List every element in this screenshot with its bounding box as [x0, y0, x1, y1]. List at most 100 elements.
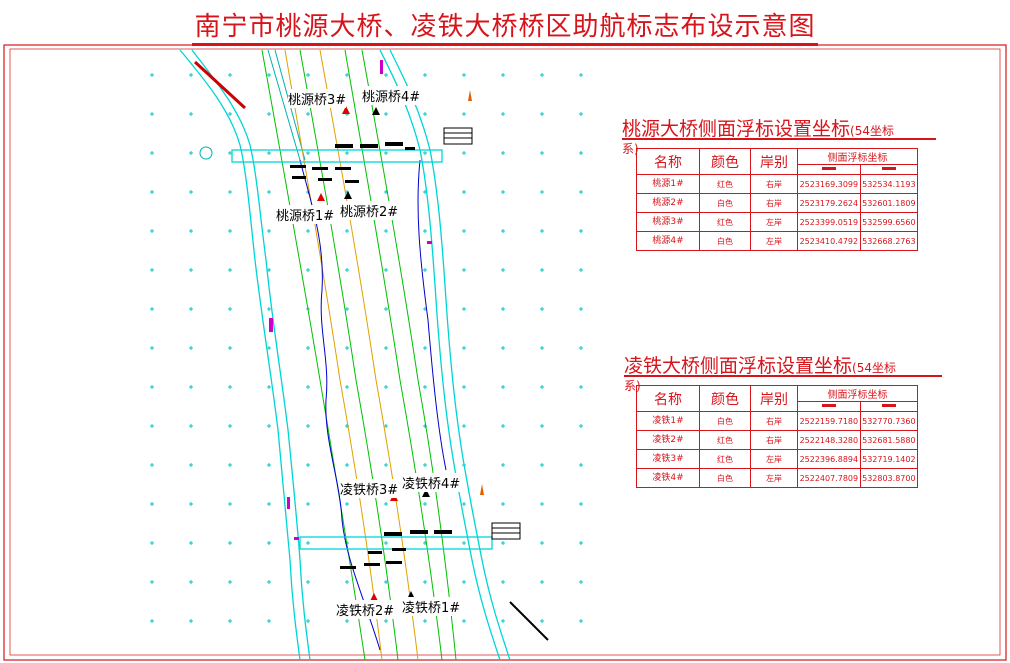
- grid-cross: [150, 541, 154, 545]
- grid-cross: [345, 463, 349, 467]
- grid-cross: [423, 151, 427, 155]
- grid-cross: [267, 190, 271, 194]
- grid-cross: [384, 229, 388, 233]
- header-bank: 岸别: [750, 385, 798, 412]
- grid-cross: [501, 463, 505, 467]
- river-banks: [179, 49, 511, 661]
- grid-cross: [189, 73, 193, 77]
- grid-cross: [579, 151, 583, 155]
- grid-cross: [150, 190, 154, 194]
- grid-cross: [267, 502, 271, 506]
- grid-cross: [228, 424, 232, 428]
- grid-cross: [462, 424, 466, 428]
- header-bank: 岸别: [750, 148, 798, 175]
- grid-cross: [228, 73, 232, 77]
- row-y: 532601.1809: [859, 193, 919, 213]
- taoyuan-bridge: [199, 127, 473, 183]
- grid-cross: [228, 541, 232, 545]
- taoyuan-table-title-tail: 系): [622, 142, 639, 156]
- lingtie-table-title-suffix: (54坐标: [852, 361, 896, 375]
- grid-cross: [579, 346, 583, 350]
- grid-cross: [501, 229, 505, 233]
- grid-cross: [306, 502, 310, 506]
- grid-cross: [540, 151, 544, 155]
- grid-cross: [579, 502, 583, 506]
- row-name: 凌铁3#: [636, 449, 700, 469]
- grid-cross: [540, 463, 544, 467]
- header-color: 颜色: [699, 385, 751, 412]
- grid-cross: [501, 190, 505, 194]
- grid-cross: [423, 73, 427, 77]
- grid-cross: [267, 619, 271, 623]
- row-y: 532668.2763: [859, 231, 919, 251]
- taoyuan-title-underline: [622, 138, 936, 140]
- table-row: 凌铁2# 红色 右岸 2522148.3280 532681.5880: [636, 430, 919, 450]
- grid-cross: [540, 190, 544, 194]
- grid-cross: [501, 385, 505, 389]
- grid-cross: [306, 424, 310, 428]
- grid-cross: [189, 541, 193, 545]
- grid-cross: [384, 112, 388, 116]
- grid-cross: [540, 73, 544, 77]
- grid-cross: [462, 346, 466, 350]
- grid-cross: [423, 112, 427, 116]
- grid-cross: [501, 346, 505, 350]
- grid-cross: [501, 502, 505, 506]
- grid-cross: [228, 463, 232, 467]
- grid-cross: [345, 619, 349, 623]
- grid-cross: [189, 424, 193, 428]
- grid-cross: [462, 268, 466, 272]
- grid-cross: [150, 73, 154, 77]
- header-x: [797, 401, 861, 412]
- grid-cross: [150, 502, 154, 506]
- grid-cross: [150, 112, 154, 116]
- grid-cross: [150, 580, 154, 584]
- row-color: 红色: [699, 449, 751, 469]
- grid-cross: [189, 580, 193, 584]
- grid-cross: [462, 580, 466, 584]
- table-row: 凌铁1# 白色 右岸 2522159.7180 532770.7360: [636, 411, 919, 431]
- row-name: 桃源3#: [636, 212, 700, 232]
- grid-cross: [579, 463, 583, 467]
- grid-cross: [345, 229, 349, 233]
- grid-cross: [189, 385, 193, 389]
- grid-cross: [228, 502, 232, 506]
- grid-cross: [306, 463, 310, 467]
- grid-cross: [384, 346, 388, 350]
- grid-cross: [189, 307, 193, 311]
- grid-cross: [462, 619, 466, 623]
- x-marker: [821, 167, 836, 170]
- row-bank: 左岸: [750, 468, 798, 488]
- grid-cross: [462, 190, 466, 194]
- lingtie-bridge: [299, 522, 549, 641]
- header-coord: 侧面浮标坐标: [797, 385, 918, 402]
- grid-cross: [501, 268, 505, 272]
- row-x: 2522407.7809: [797, 468, 861, 488]
- row-bank: 左岸: [750, 212, 798, 232]
- taoyuan-table-title-text: 桃源大桥侧面浮标设置坐标: [622, 118, 851, 140]
- grid-cross: [501, 112, 505, 116]
- grid-cross: [579, 229, 583, 233]
- grid-cross: [384, 463, 388, 467]
- label-taoyuan-1: 桃源桥1#: [276, 205, 335, 224]
- grid-cross: [150, 463, 154, 467]
- grid-cross: [228, 580, 232, 584]
- grid-cross: [579, 385, 583, 389]
- y-marker: [881, 404, 896, 407]
- row-y: 532599.6560: [859, 212, 919, 232]
- grid-cross: [384, 385, 388, 389]
- grid-cross: [462, 307, 466, 311]
- row-name: 桃源2#: [636, 193, 700, 213]
- grid-cross: [384, 268, 388, 272]
- grid-cross: [579, 541, 583, 545]
- grid-cross: [423, 502, 427, 506]
- taoyuan-table-title: 桃源大桥侧面浮标设置坐标(54坐标: [622, 114, 894, 141]
- row-x: 2523179.2624: [797, 193, 861, 213]
- grid-cross: [228, 307, 232, 311]
- grid-cross: [540, 112, 544, 116]
- row-y: 532770.7360: [859, 411, 919, 431]
- grid-cross: [384, 580, 388, 584]
- x-marker: [821, 404, 836, 407]
- grid-cross: [384, 424, 388, 428]
- table-row: 凌铁4# 白色 左岸 2522407.7809 532803.8700: [636, 468, 919, 488]
